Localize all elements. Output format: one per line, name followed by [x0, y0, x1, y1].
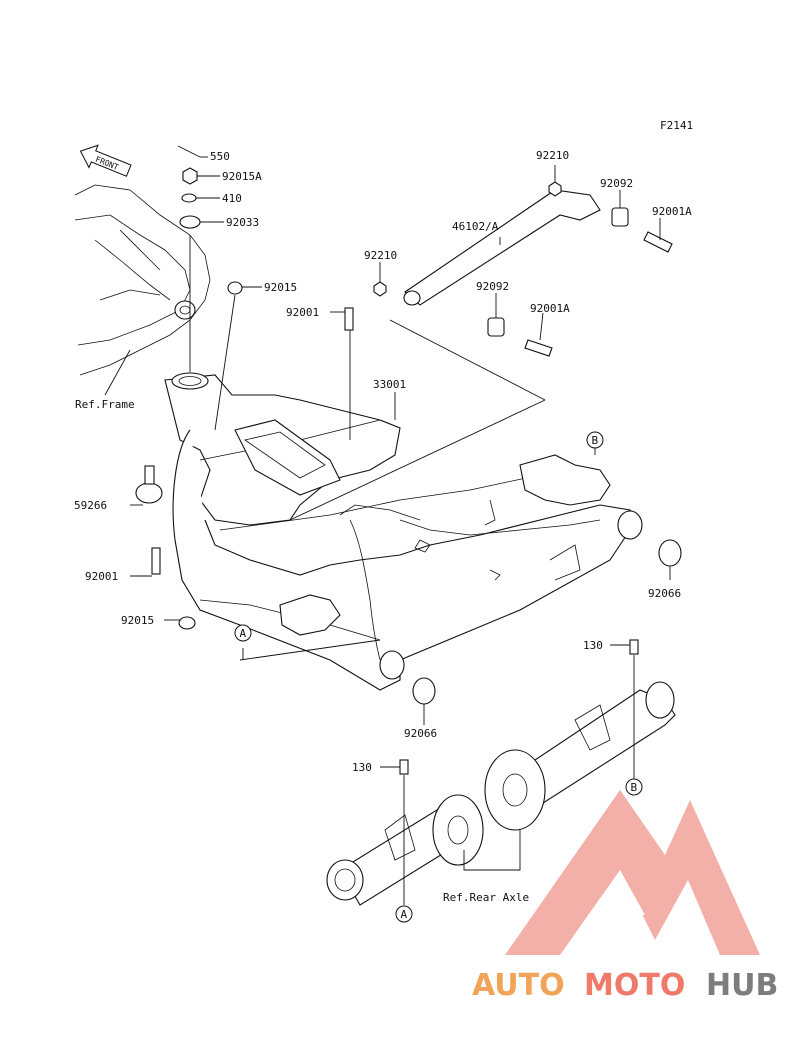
nut-icon: [182, 167, 198, 185]
watermark-text: AUTO MOTO HUB: [472, 968, 778, 1003]
bolt-92001A-top-icon: [643, 231, 673, 253]
label-92015A: 92015A: [222, 170, 262, 183]
washer-icon: [181, 193, 197, 203]
bolt-92001-left-icon: [151, 547, 161, 575]
label-130-left: 130: [352, 761, 372, 774]
ref-marker-b-bottom: B: [625, 778, 643, 796]
label-92092-mid: 92092: [476, 280, 509, 293]
label-92210-top: 92210: [536, 149, 569, 162]
label-550: 550: [210, 150, 230, 163]
label-92092-top: 92092: [600, 177, 633, 190]
label-33001: 33001: [373, 378, 406, 391]
frame-33001-drawing: [164, 372, 643, 691]
label-59266: 59266: [74, 499, 107, 512]
watermark-moto: MOTO: [584, 968, 685, 1003]
nut-92015-left-icon: [178, 616, 196, 630]
nut-92015-icon: [227, 281, 243, 295]
cap-92066-bottom-icon: [412, 677, 436, 705]
ref-marker-b-top: B: [586, 431, 604, 449]
ref-marker-a-top: A: [234, 624, 252, 642]
cotter-pin-icon: [177, 145, 201, 158]
rear-axle-right-drawing: [484, 639, 676, 831]
callout-labels: 550 92015A 410 92033 92015 92001 33001 R…: [74, 149, 692, 904]
bolt-92001A-mid-icon: [524, 339, 553, 357]
rear-axle-left-drawing: [326, 759, 484, 906]
snap-ring-icon: [179, 215, 201, 229]
label-410: 410: [222, 192, 242, 205]
svg-text:A: A: [401, 908, 408, 921]
label-46102A: 46102/A: [452, 220, 499, 233]
label-92066-right: 92066: [648, 587, 681, 600]
label-ref-rear-axle: Ref.Rear Axle: [443, 891, 529, 904]
label-ref-frame: Ref.Frame: [75, 398, 135, 411]
svg-text:B: B: [592, 434, 599, 447]
nut-92210-left-icon: [373, 281, 387, 297]
svg-text:B: B: [631, 781, 638, 794]
bolt-92001-icon: [344, 307, 354, 331]
label-92001-top: 92001: [286, 306, 319, 319]
hardware-stack: [135, 145, 354, 630]
label-92066-bottom: 92066: [404, 727, 437, 740]
label-130-right: 130: [583, 639, 603, 652]
bushing-92092-top-icon: [611, 207, 629, 227]
ref-marker-a-bottom: A: [395, 905, 413, 923]
label-92033: 92033: [226, 216, 259, 229]
watermark-hub: HUB: [706, 968, 778, 1003]
watermark-logo: [505, 790, 760, 955]
bushing-92092-mid-icon: [487, 317, 505, 337]
figure-code: F2141: [660, 119, 693, 132]
front-arrow-icon: FRONT: [79, 144, 132, 177]
cap-92066-right-icon: [658, 539, 682, 567]
label-92015-left: 92015: [121, 614, 154, 627]
ball-joint-icon: [135, 482, 163, 504]
leader-lines: [104, 156, 671, 905]
label-92001-left: 92001: [85, 570, 118, 583]
label-92001A-top: 92001A: [652, 205, 692, 218]
svg-text:A: A: [240, 627, 247, 640]
tie-rod-46102-drawing: [373, 181, 673, 357]
label-92210-left: 92210: [364, 249, 397, 262]
label-92001A-mid: 92001A: [530, 302, 570, 315]
label-92015-top: 92015: [264, 281, 297, 294]
watermark-auto: AUTO: [472, 968, 565, 1003]
